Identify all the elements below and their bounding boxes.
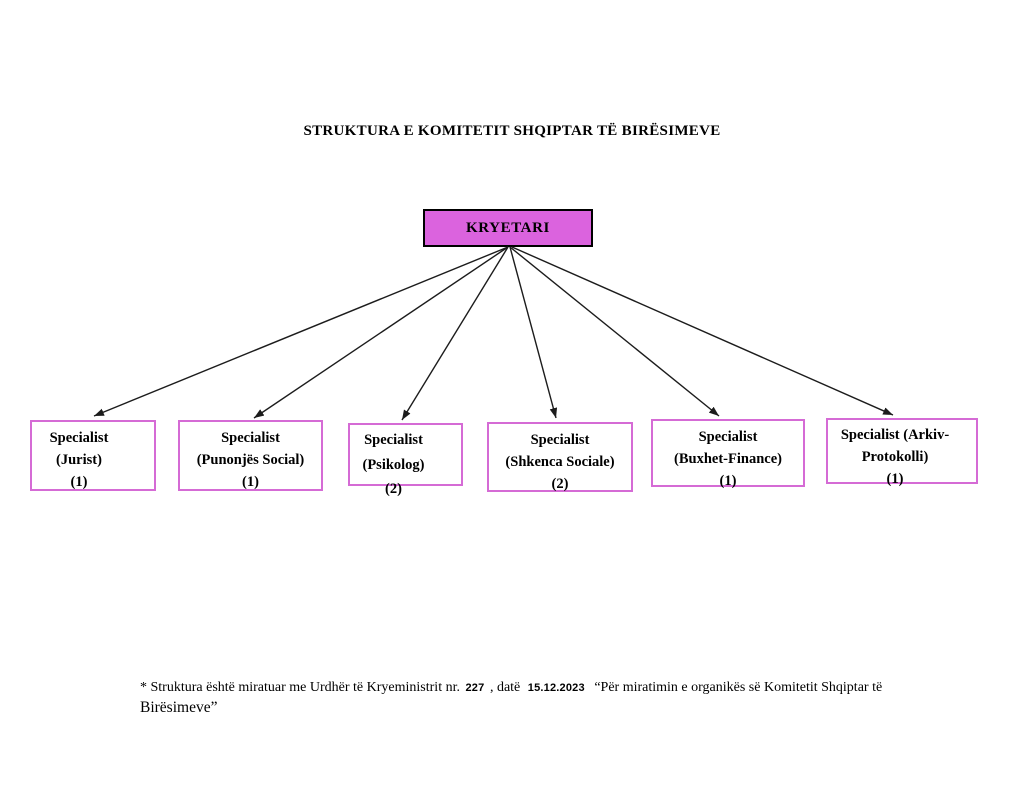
footnote: * Struktura është miratuar me Urdhër të … bbox=[140, 678, 930, 718]
node-line: (Jurist) bbox=[56, 452, 102, 468]
node-line: Specialist bbox=[530, 432, 590, 448]
footnote-quote-end: Birësimeve” bbox=[140, 699, 218, 716]
footnote-text: * Struktura është miratuar me Urdhër të … bbox=[140, 680, 460, 695]
node-line: (2) bbox=[385, 481, 402, 497]
node-line: Specialist bbox=[364, 432, 423, 448]
node-specialist-jurist: Specialist (Jurist) (1) bbox=[30, 420, 156, 491]
node-line: Protokolli) bbox=[861, 449, 929, 465]
kryetari-box: KRYETARI bbox=[423, 209, 593, 247]
node-specialist-psikolog: Specialist (Psikolog) (2) bbox=[348, 423, 463, 497]
footnote-date: 15.12.2023 bbox=[527, 682, 585, 694]
footnote-order-number: 227 bbox=[465, 682, 485, 694]
kryetari-label: KRYETARI bbox=[465, 219, 550, 236]
node-line: (2) bbox=[551, 476, 569, 492]
node-line: (Shkenca Sociale) bbox=[505, 454, 615, 470]
node-line: (Punonjës Social) bbox=[196, 452, 305, 468]
node-line: (1) bbox=[242, 474, 259, 490]
node-line: (Buxhet-Finance) bbox=[674, 451, 782, 467]
page-title: STRUKTURA E KOMITETIT SHQIPTAR TË BIRËSI… bbox=[303, 123, 721, 139]
node-specialist-punonjes-social: Specialist (Punonjës Social) (1) bbox=[178, 420, 323, 491]
node-specialist-shkenca-sociale: Specialist (Shkenca Sociale) (2) bbox=[487, 422, 633, 492]
node-line: Specialist (Arkiv- bbox=[840, 427, 950, 443]
node-line: (Psikolog) bbox=[362, 456, 425, 473]
node-line: Specialist bbox=[49, 430, 109, 446]
node-line: (1) bbox=[886, 471, 904, 487]
node-line: (1) bbox=[719, 473, 737, 489]
footnote-text: , datë bbox=[489, 680, 521, 695]
node-line: Specialist bbox=[698, 429, 758, 445]
node-specialist-buxhet-finance: Specialist (Buxhet-Finance) (1) bbox=[651, 419, 805, 489]
node-line: (1) bbox=[70, 474, 88, 490]
node-line: Specialist bbox=[221, 430, 280, 446]
footnote-quote: “Për miratimin e organikës së Komitetit … bbox=[594, 680, 883, 695]
node-specialist-arkiv-protokolli: Specialist (Arkiv- Protokolli) (1) bbox=[826, 418, 978, 487]
